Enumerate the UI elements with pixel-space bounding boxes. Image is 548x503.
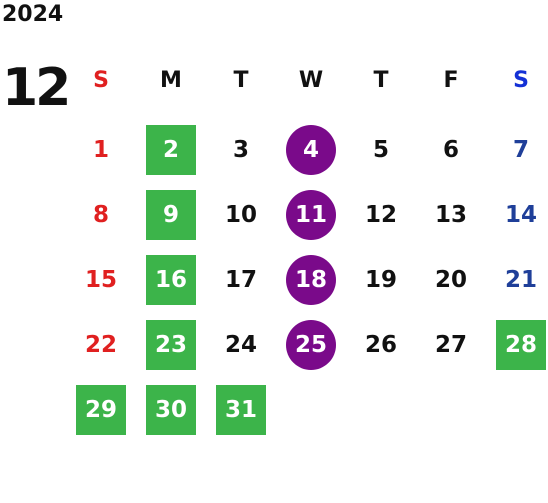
weekday-sat: S <box>513 67 529 93</box>
day-cell-green[interactable]: 2 <box>146 125 196 175</box>
day-cell-purple[interactable]: 25 <box>286 320 336 370</box>
month-number: 12 <box>2 58 71 118</box>
day-cell[interactable]: 1 <box>92 137 109 163</box>
year-label: 2024 <box>2 2 64 27</box>
day-cell[interactable]: 19 <box>364 267 397 293</box>
day-cell-green[interactable]: 28 <box>496 320 546 370</box>
day-cell[interactable]: 17 <box>224 267 257 293</box>
day-cell[interactable]: 24 <box>224 332 257 358</box>
weekday-tue: T <box>233 67 249 93</box>
day-cell-green[interactable]: 30 <box>146 385 196 435</box>
day-cell[interactable]: 15 <box>84 267 117 293</box>
day-cell[interactable]: 14 <box>504 202 537 228</box>
day-cell[interactable]: 27 <box>434 332 467 358</box>
day-cell[interactable]: 5 <box>372 137 389 163</box>
weekday-mon: M <box>160 67 182 93</box>
day-cell-purple[interactable]: 11 <box>286 190 336 240</box>
day-cell[interactable]: 21 <box>504 267 537 293</box>
day-cell-green[interactable]: 31 <box>216 385 266 435</box>
day-cell-purple[interactable]: 4 <box>286 125 336 175</box>
day-cell[interactable]: 10 <box>224 202 257 228</box>
day-cell[interactable]: 7 <box>512 137 529 163</box>
day-cell[interactable]: 3 <box>232 137 249 163</box>
day-cell-green[interactable]: 9 <box>146 190 196 240</box>
weekday-thu: T <box>373 67 389 93</box>
day-cell[interactable]: 22 <box>84 332 117 358</box>
day-cell[interactable]: 26 <box>364 332 397 358</box>
day-cell-green[interactable]: 23 <box>146 320 196 370</box>
day-cell-green[interactable]: 29 <box>76 385 126 435</box>
day-cell[interactable]: 6 <box>442 137 459 163</box>
weekday-fri: F <box>443 67 459 93</box>
day-cell[interactable]: 20 <box>434 267 467 293</box>
day-cell[interactable]: 8 <box>92 202 109 228</box>
weekday-wed: W <box>298 67 324 93</box>
day-cell-purple[interactable]: 18 <box>286 255 336 305</box>
day-cell[interactable]: 13 <box>434 202 467 228</box>
weekday-sun: S <box>93 67 109 93</box>
day-cell-green[interactable]: 16 <box>146 255 196 305</box>
day-cell[interactable]: 12 <box>364 202 397 228</box>
